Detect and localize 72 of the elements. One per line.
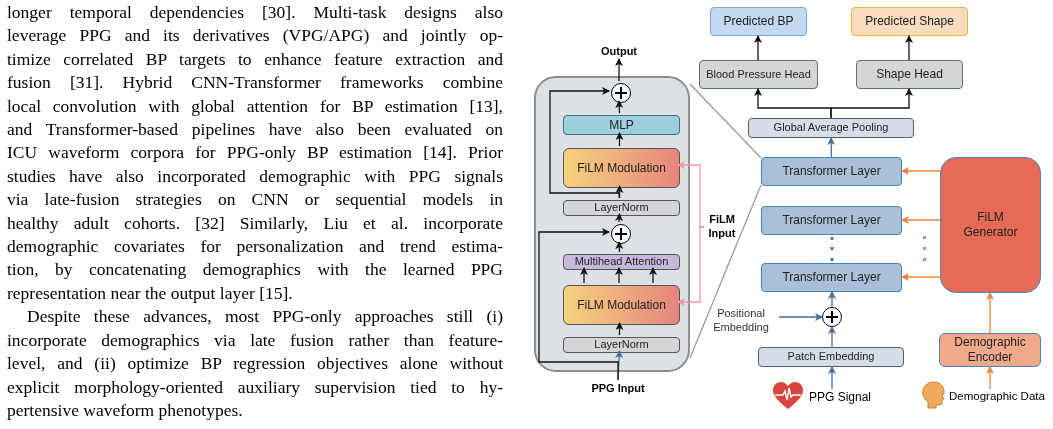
paragraph-line: fusion [31]. Hybrid CNN-Transformer frameworks combine [7,71,503,95]
arrow [828,366,836,390]
paragraph-line: representation near the output layer [15]. [7,281,294,305]
paragraph-line: via late-fusion strategies on CNN or sequential models in [7,188,503,212]
arrow [549,87,621,199]
arrow [778,313,823,321]
paragraph-line: explicit morphology-oriented auxiliary supervision tied to hy- [7,375,503,399]
arrow [615,132,624,147]
transformer-layer-box: Transformer Layer [761,263,902,292]
paragraph-line: pertensive waveform phenotypes. [7,398,244,422]
paragraph-line: longer temporal dependencies [30]. Multi-task designs also [7,1,503,24]
signal-label: PPG Signal [809,389,875,405]
connector-line [689,184,762,359]
paragraph-line: incorporate demographics via late fusion rather than feature- [7,328,503,352]
arrow [827,137,836,158]
arrow [649,267,657,284]
paragraph-line: Despite these advances, most PPG-only approaches still (i) [26,305,503,329]
input-label: PPG Input [585,380,651,396]
arrow [615,267,623,284]
positional-embedding-label: Positional Embedding [703,306,779,336]
head-box: Shape Head [856,60,963,89]
arrow [615,100,624,114]
arrow [615,241,624,253]
paragraph-line: healthy adult cohorts. [32] Similarly, Liu et al. incorporate [7,211,503,235]
arrow [754,35,762,61]
output-box: Predicted BP [710,7,807,36]
arrow [905,35,913,61]
arrow [901,273,941,281]
data-label: Demographic Data [949,389,1052,405]
arrow [828,326,836,348]
transformer-layer-box: Transformer Layer [761,206,902,235]
layernorm-box: LayerNorm [563,200,680,216]
arrow [901,216,941,224]
encoder-box: Demographic Encoder [939,333,1041,367]
arrow [615,322,624,336]
paragraph-line: demographic covariates for personalization and trend estima- [7,235,503,259]
sum-circle [822,307,842,327]
sum-circle [611,83,631,103]
paragraph-line: ICU waveform corpora for PPG-only BP estimation [14]. Prior [7,141,503,165]
arrow [986,366,994,390]
paragraph-line: studies have also incorporated demographic with PPG signals [7,164,503,188]
layernorm-box: LayerNorm [563,337,680,353]
attention-box: Multihead Attention [563,254,680,270]
paragraph-line: leverage PPG and its derivatives (VPG/APG) and jointly op- [7,24,503,48]
film-modulation-box: FiLM Modulation [563,148,680,188]
paragraph-line: tion, by concatenating demographics with the learned PPG [7,258,503,282]
paragraph-line: and Transformer-based pipelines have also been evaluated on [7,118,503,142]
film-input-label: FiLM Input [704,212,740,242]
paragraph-line: local convolution with global attention for BP estimation [13], [7,94,503,118]
connector-line [689,83,762,159]
pooling-box: Global Average Pooling [748,118,914,138]
embedding-box: Patch Embedding [758,347,904,367]
arrow [830,88,913,119]
output-label: Output [594,43,644,59]
generator-box: FiLM Generator [940,157,1041,293]
paragraph-line: level, and (ii) optimize BP regression objectives alone without [7,352,503,376]
arrow [615,58,623,82]
film-modulation-box: FiLM Modulation [563,285,680,325]
sum-circle [611,224,631,244]
output-box: Predicted Shape [851,7,968,36]
arrow [677,226,705,306]
paragraph-line: timize correlated BP targets to enhance feature extraction and [7,47,503,71]
transformer-layer-panel [534,76,690,372]
arrow [901,167,941,175]
head-box: Blood Pressure Head [699,60,818,89]
arrow [986,292,994,334]
arrow [580,267,588,284]
arrow [828,291,836,308]
transformer-layer-box: Transformer Layer [761,157,902,186]
arrow [615,213,624,223]
mlp-box: MLP [563,115,680,135]
arrow [538,228,619,381]
